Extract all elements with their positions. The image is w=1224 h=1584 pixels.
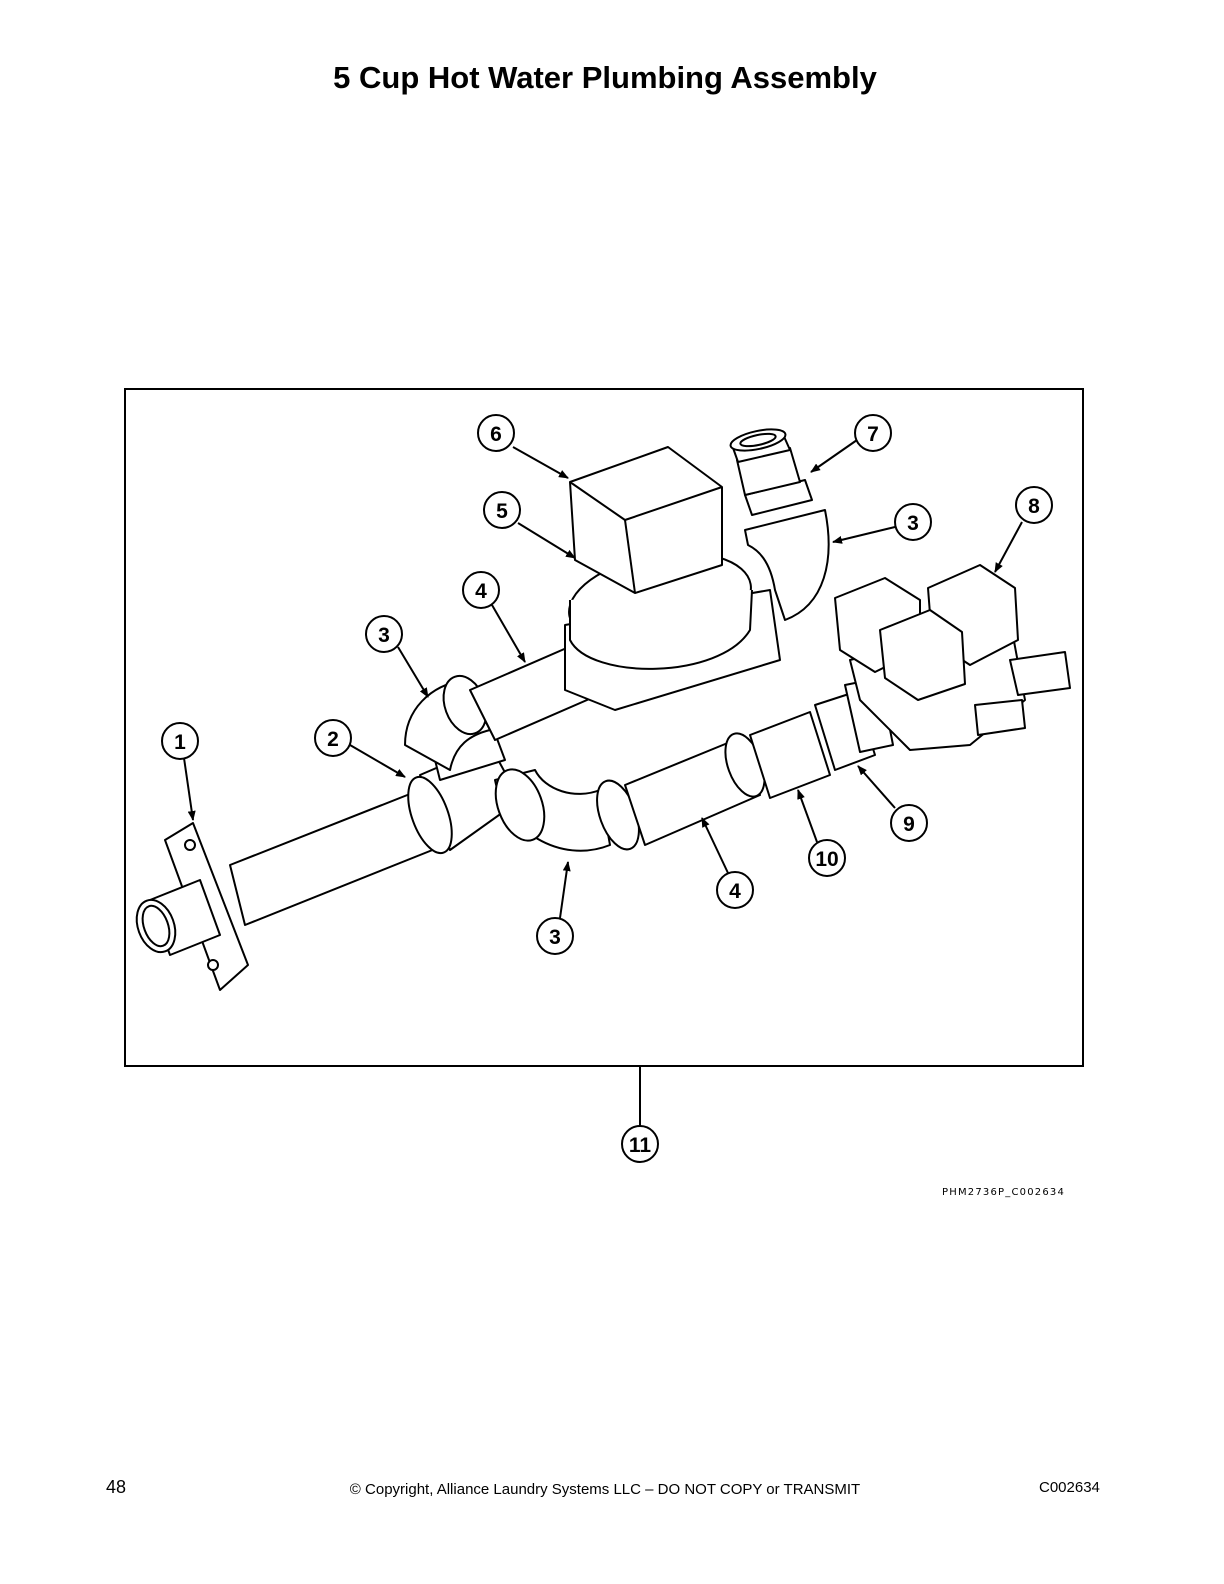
callout-circle-7 xyxy=(854,414,892,452)
leader-line-6 xyxy=(512,446,569,479)
lower-pipe xyxy=(624,739,761,846)
leader-line-2 xyxy=(349,744,406,778)
leader-arrows xyxy=(183,439,1023,919)
leader-line-3b xyxy=(559,861,571,919)
callout-circle-9 xyxy=(890,804,928,842)
callouts xyxy=(161,414,1053,1163)
figure-frame xyxy=(124,388,1084,1067)
callout-3a: 3 xyxy=(378,624,390,647)
callout-6: 6 xyxy=(490,423,502,446)
callout-circle-2 xyxy=(314,719,352,757)
callout-circle-11 xyxy=(621,1125,659,1163)
leader-line-5 xyxy=(517,522,576,559)
strainer-fitting xyxy=(749,711,831,799)
callout-circle-3c xyxy=(894,503,932,541)
leader-line-10 xyxy=(797,789,818,843)
callout-circle-3b xyxy=(536,917,574,955)
callout-labels: 1 2 3 3 3 4 4 5 6 7 8 9 10 11 xyxy=(174,423,1040,1157)
valve-coil-front xyxy=(879,609,966,701)
document-code: C002634 xyxy=(1039,1479,1100,1496)
leader-line-4b xyxy=(701,817,729,874)
callout-4b: 4 xyxy=(729,880,741,903)
callout-circle-4a xyxy=(462,571,500,609)
leader-line-3a xyxy=(397,646,429,698)
callout-3c: 3 xyxy=(907,512,919,535)
callout-circle-5 xyxy=(483,491,521,529)
copyright-notice: © Copyright, Alliance Laundry Systems LL… xyxy=(349,1481,861,1498)
callout-circle-1 xyxy=(161,722,199,760)
callout-2: 2 xyxy=(327,728,339,751)
page-title: 5 Cup Hot Water Plumbing Assembly xyxy=(333,60,877,95)
callout-11: 11 xyxy=(629,1134,652,1157)
leader-line-1 xyxy=(183,757,196,821)
callout-1: 1 xyxy=(174,731,186,754)
solenoid-coil xyxy=(569,446,723,594)
callout-7: 7 xyxy=(867,423,879,446)
figure-code: PHM2736P_C002634 xyxy=(942,1187,1066,1198)
assembly-drawing xyxy=(135,428,1071,991)
leader-line-9 xyxy=(857,765,896,809)
callout-circle-8 xyxy=(1015,486,1053,524)
callout-circle-3a xyxy=(365,615,403,653)
callout-4a: 4 xyxy=(475,580,487,603)
leader-line-8 xyxy=(994,521,1023,573)
callout-8: 8 xyxy=(1028,495,1040,518)
callout-circle-10 xyxy=(808,839,846,877)
leader-line-3c xyxy=(832,526,896,544)
callout-5: 5 xyxy=(496,500,508,523)
leader-line-7 xyxy=(810,439,858,473)
callout-3b: 3 xyxy=(549,926,561,949)
callout-10: 10 xyxy=(815,848,838,871)
callout-circle-6 xyxy=(477,414,515,452)
callout-9: 9 xyxy=(903,813,915,836)
top-elbow xyxy=(744,509,830,621)
leader-line-4a xyxy=(491,604,526,663)
callout-circle-4b xyxy=(716,871,754,909)
page-number: 48 xyxy=(106,1477,127,1497)
